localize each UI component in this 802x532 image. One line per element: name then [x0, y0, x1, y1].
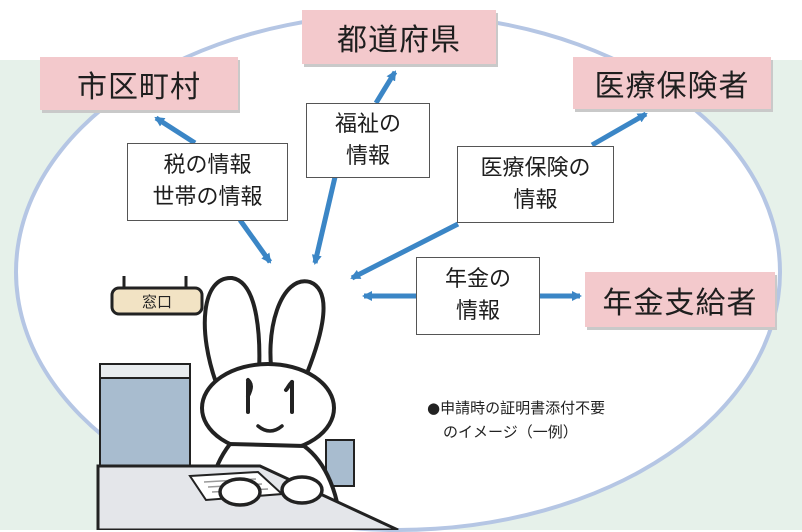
bunny-head: [200, 362, 336, 454]
bunny-right-paw: [280, 475, 324, 505]
arrow-tax-to-window: [237, 218, 273, 264]
bunny-right-ear: [268, 279, 326, 393]
arrow-tax-to-municipality: [154, 115, 197, 146]
arrow-medical-to-insurer: [590, 111, 648, 148]
insurer-box: 医療保険者: [573, 57, 771, 109]
window-sign-label: 窓口: [142, 293, 172, 311]
arrow-welfare-to-prefecture: [373, 70, 398, 105]
prefecture-box: 都道府県: [302, 10, 496, 64]
bunny-left-paw: [218, 477, 262, 507]
pension-info-line1: 年金の: [444, 267, 511, 292]
window-sign: [110, 286, 204, 316]
pension-info-line2: 情報: [455, 299, 500, 324]
pension-info-box: 年金の 情報: [416, 257, 540, 335]
arrow-welfare-to-window: [311, 176, 338, 265]
bunny-smile: [256, 424, 284, 433]
municipality-box: 市区町村: [40, 57, 238, 110]
note-text: ●申請時の証明書添付不要 のイメージ（一例）: [427, 396, 605, 444]
tax-household-info-box: 税の情報 世帯の情報: [127, 143, 288, 221]
medical-info-line1: 医療保険の: [480, 155, 591, 181]
welfare-info-line1: 福祉の: [334, 111, 401, 137]
tax-info-label: 税の情報: [163, 153, 252, 178]
note-line1: ●申請時の証明書添付不要: [427, 399, 606, 417]
medical-insurance-info-box: 医療保険の 情報: [457, 146, 614, 223]
screen-panel: [99, 363, 191, 467]
welfare-info-box: 福祉の 情報: [306, 103, 430, 178]
household-info-label: 世帯の情報: [152, 185, 263, 210]
welfare-info-line2: 情報: [345, 143, 390, 169]
medical-info-line2: 情報: [513, 187, 558, 213]
note-line2: のイメージ（一例）: [443, 423, 578, 441]
arrow-medical-to-window: [350, 221, 460, 281]
pension-payer-box: 年金支給者: [585, 272, 775, 327]
bunny-left-ear: [202, 275, 262, 390]
